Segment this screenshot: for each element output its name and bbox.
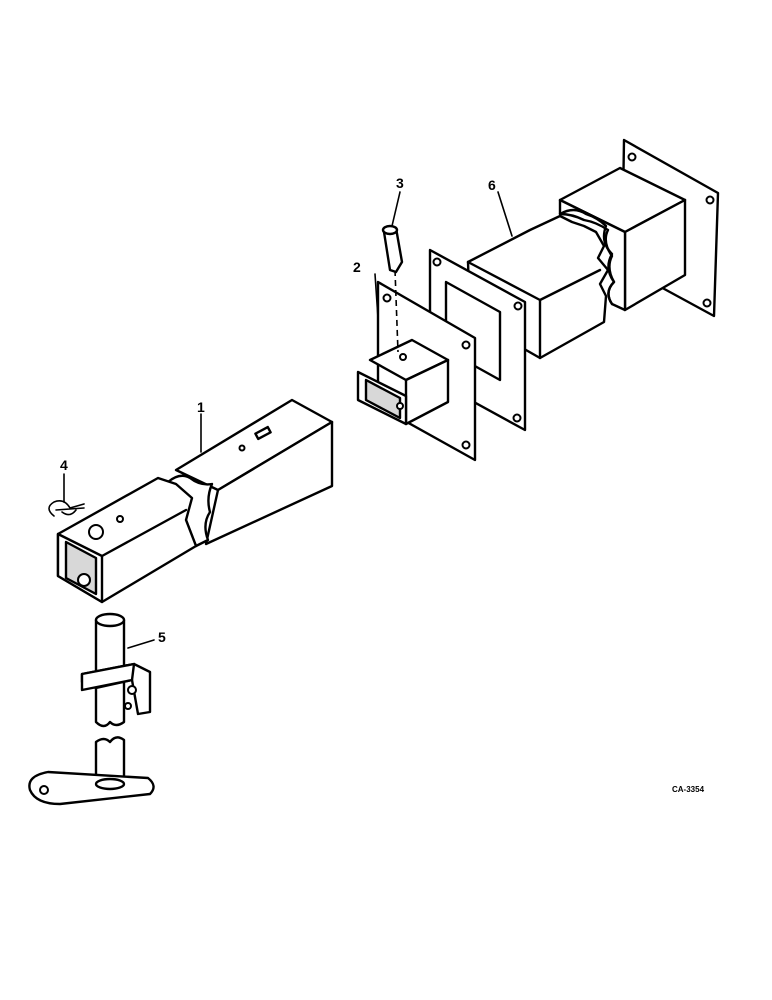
part-5-stand bbox=[28, 612, 155, 806]
callout-6: 6 bbox=[488, 177, 496, 193]
drawing-code: CA-3354 bbox=[672, 785, 705, 794]
pin-axis-line bbox=[394, 269, 399, 353]
part-3-pin bbox=[381, 224, 404, 274]
part-1-square-tube bbox=[56, 398, 334, 604]
callout-5: 5 bbox=[158, 629, 166, 645]
part-4-hairpin-clip bbox=[48, 500, 85, 517]
part-2-hitch-plate bbox=[356, 280, 477, 462]
callout-1: 1 bbox=[197, 399, 205, 415]
callout-4: 4 bbox=[60, 457, 68, 473]
callout-3: 3 bbox=[396, 175, 404, 191]
callout-2: 2 bbox=[353, 259, 361, 275]
leader-lines bbox=[63, 191, 513, 649]
